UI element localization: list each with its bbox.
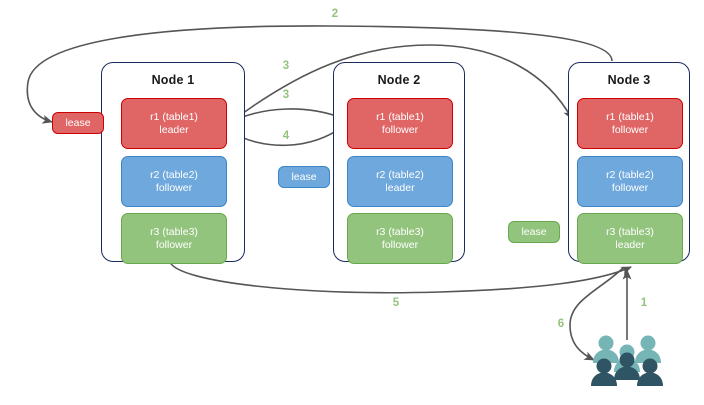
replica-name: r2 (table2) — [606, 168, 654, 181]
replica-role: follower — [611, 181, 649, 194]
replica-role: follower — [381, 238, 419, 251]
node-1-replica-r2[interactable]: r2 (table2) follower — [121, 156, 227, 207]
replica-name: r1 (table1) — [376, 110, 424, 123]
edge-label-4: 4 — [282, 130, 290, 142]
edge-5-path — [169, 261, 632, 294]
lease-badge-green[interactable]: lease — [508, 221, 560, 243]
node-3-replica-r2[interactable]: r2 (table2) follower — [577, 156, 683, 207]
edge-label-2: 2 — [331, 8, 339, 20]
replica-role: follower — [381, 123, 419, 136]
node-1-replica-r3[interactable]: r3 (table3) follower — [121, 213, 227, 264]
node-2-replica-r3[interactable]: r3 (table3) follower — [347, 213, 453, 264]
edge-label-3-arc: 3 — [282, 89, 290, 101]
edge-label-1: 1 — [640, 297, 648, 309]
node-1-replica-r1[interactable]: r1 (table1) leader — [121, 98, 227, 149]
node-2-container[interactable]: Node 2 r1 (table1) follower r2 (table2) … — [333, 62, 465, 264]
replica-role: leader — [385, 181, 415, 194]
replica-name: r1 (table1) — [606, 110, 654, 123]
edge-label-5: 5 — [392, 297, 400, 309]
node-2-title: Node 2 — [377, 73, 421, 87]
replica-role: follower — [611, 123, 649, 136]
node-3-replica-r3[interactable]: r3 (table3) leader — [577, 213, 683, 264]
replica-name: r1 (table1) — [150, 110, 198, 123]
edge-3-arc-path — [227, 108, 345, 125]
replica-name: r2 (table2) — [150, 168, 198, 181]
replica-name: r2 (table2) — [376, 168, 424, 181]
replica-role: follower — [155, 181, 193, 194]
node-1-container[interactable]: Node 1 r1 (table1) leader r2 (table2) fo… — [101, 62, 245, 264]
node-1-title: Node 1 — [151, 73, 195, 87]
replica-name: r3 (table3) — [376, 225, 424, 238]
lease-badge-blue[interactable]: lease — [278, 166, 330, 188]
lease-badge-red[interactable]: lease — [52, 112, 104, 134]
node-3-replica-r1[interactable]: r1 (table1) follower — [577, 98, 683, 149]
node-3-container[interactable]: Node 3 r1 (table1) follower r2 (table2) … — [568, 62, 690, 264]
node-3-title: Node 3 — [607, 73, 651, 87]
replica-name: r3 (table3) — [606, 225, 654, 238]
replica-role: leader — [615, 238, 645, 251]
replica-role: leader — [159, 123, 189, 136]
edge-label-3-long: 3 — [282, 60, 290, 72]
edge-label-6: 6 — [557, 318, 565, 330]
replica-role: follower — [155, 238, 193, 251]
node-2-replica-r1[interactable]: r1 (table1) follower — [347, 98, 453, 149]
replica-name: r3 (table3) — [150, 225, 198, 238]
node-2-replica-r2[interactable]: r2 (table2) leader — [347, 156, 453, 207]
users-group-icon — [591, 335, 663, 386]
